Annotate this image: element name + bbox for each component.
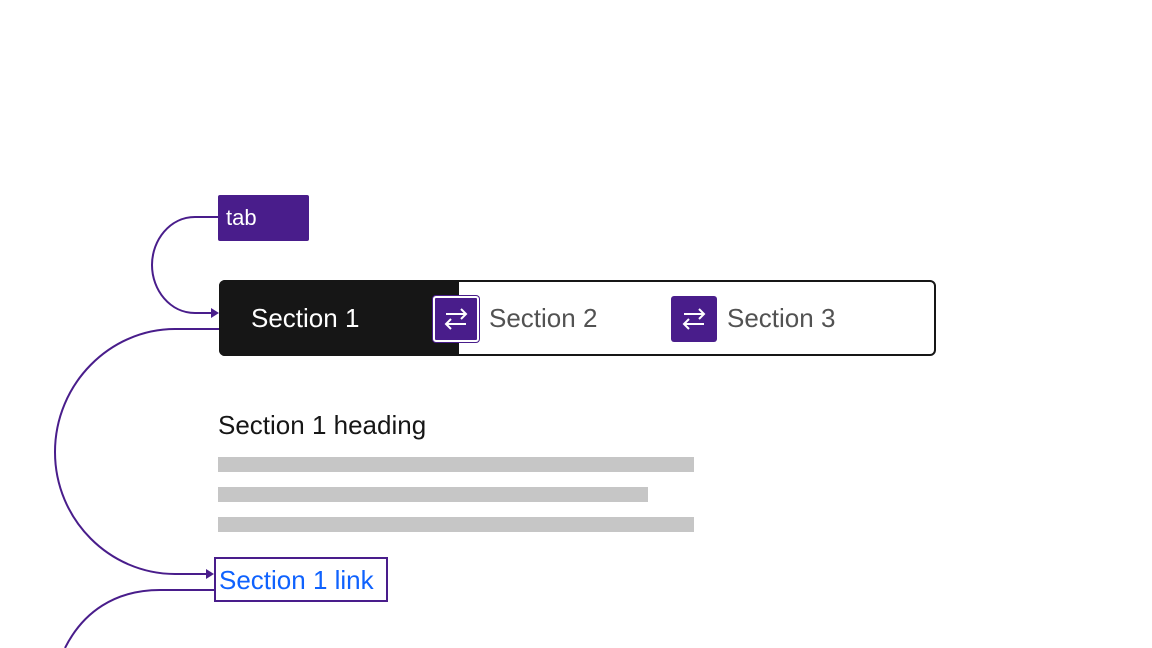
tab-section-1-label: Section 1 bbox=[251, 303, 360, 333]
tab-list: Section 1 Section 2 Section 3 bbox=[219, 280, 936, 356]
section-link-focus-box: Section 1 link bbox=[214, 557, 388, 602]
arrow-link-onward bbox=[64, 589, 214, 648]
arrowhead-section-1-to-link bbox=[206, 569, 214, 579]
placeholder-text-line bbox=[218, 517, 694, 532]
tab-section-2-label: Section 2 bbox=[489, 303, 598, 333]
placeholder-text-line bbox=[218, 487, 648, 502]
section-heading: Section 1 heading bbox=[218, 410, 427, 440]
tab-key-label: tab bbox=[226, 205, 257, 230]
tab-section-2[interactable]: Section 2 bbox=[489, 280, 597, 356]
placeholder-text-line bbox=[218, 457, 694, 472]
arrow-tab-to-section-1 bbox=[150, 216, 218, 314]
tab-section-3-label: Section 3 bbox=[727, 303, 836, 333]
arrow-section-1-to-link bbox=[53, 328, 220, 575]
swap-arrows-icon bbox=[671, 296, 717, 342]
tab-key-badge: tab bbox=[218, 195, 309, 241]
tab-section-3[interactable]: Section 3 bbox=[727, 280, 835, 356]
swap-arrows-icon bbox=[433, 296, 479, 342]
arrowhead-tab-to-section-1 bbox=[211, 308, 219, 318]
tab-section-1[interactable]: Section 1 bbox=[219, 280, 459, 356]
section-link[interactable]: Section 1 link bbox=[219, 565, 374, 595]
